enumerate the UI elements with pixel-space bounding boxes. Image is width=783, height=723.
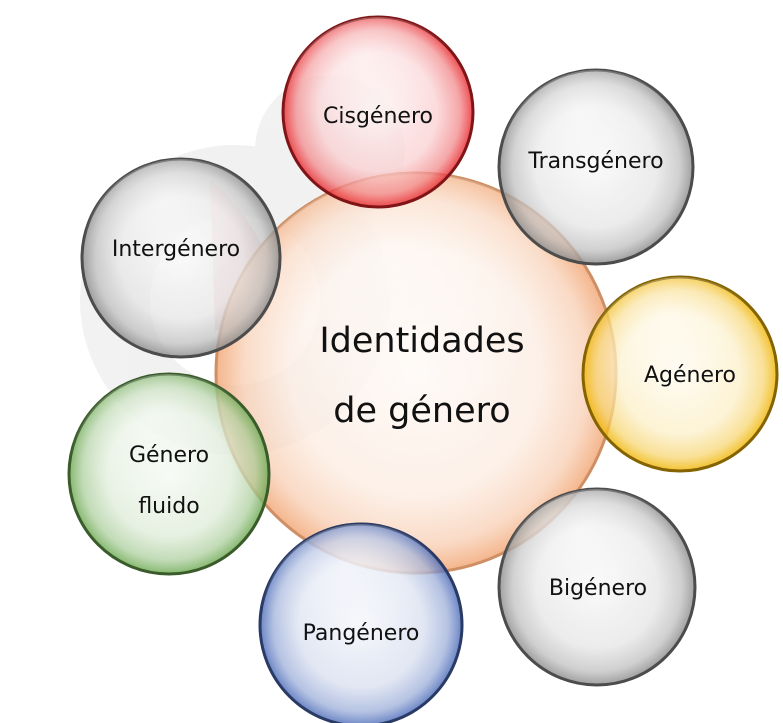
bubble-intergenero: Intergénero [80, 157, 282, 359]
center-title-line-2: de género [333, 391, 510, 431]
bubble-pangenero-label: Pangénero [303, 621, 420, 646]
bubble-genero-fluido-label-line-2: fluido [138, 494, 199, 519]
bubble-bigenero: Bigénero [497, 487, 697, 687]
bubble-agenero-label: Agénero [644, 363, 736, 388]
bubble-genero-fluido-label-line-1: Género [129, 443, 209, 468]
bubble-transgenero-label: Transgénero [527, 149, 663, 174]
bubble-genero-fluido: Género fluido [67, 372, 271, 576]
bubble-intergenero-label: Intergénero [112, 237, 240, 262]
bubble-agenero: Agénero [581, 275, 779, 473]
bubble-pangenero: Pangénero [258, 522, 464, 723]
bubble-bigenero-label: Bigénero [549, 576, 647, 601]
bubble-cisgenero-label: Cisgénero [323, 104, 433, 129]
center-circle: Identidades de género [214, 171, 618, 575]
center-title-line-1: Identidades [319, 321, 524, 361]
bubble-transgenero: Transgénero [497, 68, 695, 266]
outer-bubbles: Cisgénero Transgénero Agénero Bigénero P… [67, 15, 779, 723]
bubble-cisgenero: Cisgénero [281, 15, 475, 209]
